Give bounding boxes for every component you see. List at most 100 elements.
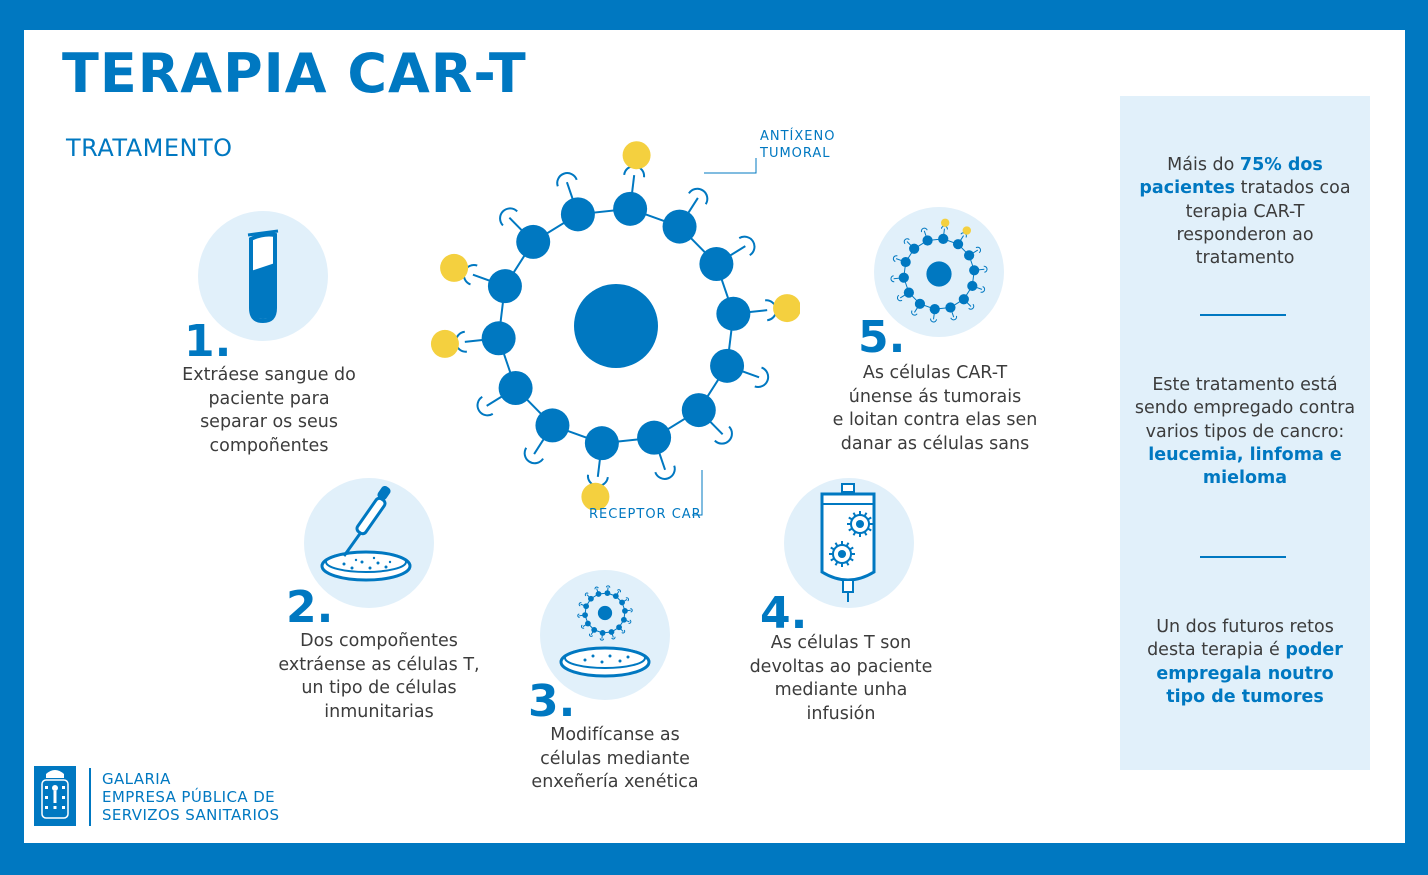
page-title: TERAPIA CAR-T [62, 42, 527, 105]
cell-spike [830, 546, 835, 551]
membrane-protein-dot [900, 256, 911, 268]
car-receptor-icon [688, 187, 709, 205]
car-receptor-icon [584, 592, 589, 597]
cell-spike [830, 557, 835, 562]
membrane-protein-dot [945, 302, 956, 313]
cell-spike [867, 527, 872, 532]
membrane-protein-dot [516, 224, 551, 259]
membrane-protein-dot [591, 627, 598, 633]
car-receptor-icon [616, 589, 622, 593]
car-receptor-icon [930, 318, 938, 323]
fact-cancer-types: Este tratamento está sendo empregado con… [1134, 375, 1356, 489]
step-4-number: 4. [760, 588, 808, 639]
car-receptor-icon [523, 447, 544, 465]
membrane-protein-dot [710, 348, 745, 383]
tumor-antigen-dot [430, 329, 459, 358]
cell-spike [863, 512, 868, 517]
membrane-protein-dot [583, 603, 590, 610]
membrane-protein-dot [595, 591, 602, 597]
membrane-protein-dot [929, 304, 940, 315]
step-3-icon-circle [540, 570, 670, 700]
car-receptor-icon [754, 366, 770, 388]
car-receptor-icon [950, 315, 958, 321]
car-receptor-icon [980, 286, 986, 293]
cell-spike [845, 542, 850, 547]
membrane-protein-dot [584, 426, 619, 461]
car-receptor-icon [556, 172, 578, 187]
tumor-antigen-dot [622, 141, 651, 170]
membrane-protein-dot [498, 370, 533, 405]
cell-spike [852, 512, 857, 517]
car-receptor-icon [611, 636, 616, 640]
car-receptor-icon [625, 597, 629, 602]
car-receptor-icon [903, 238, 910, 245]
antigen-leader-line [704, 158, 757, 174]
membrane-protein-dot [585, 620, 591, 627]
infusion-bag-icon [820, 483, 876, 602]
cell-spike [848, 516, 853, 521]
membrane-protein-dot [620, 616, 627, 623]
infographic-card: TERAPIA CAR-T TRATAMENTO ANTÍXENO TUMORA… [24, 30, 1405, 843]
car-receptor-icon [892, 255, 898, 262]
cell-spike [834, 561, 839, 566]
cell-spike [848, 527, 853, 532]
modified-cell-petri-icon [559, 585, 651, 678]
tumor-antigen-dot [440, 253, 469, 282]
car-receptor-icon [628, 619, 632, 624]
tumor-antigen-dot [962, 226, 971, 235]
car-receptor-icon [890, 275, 895, 283]
cell-spike [849, 557, 854, 562]
step-1-icon-circle [198, 211, 328, 341]
antigen-label: ANTÍXENO TUMORAL [760, 129, 836, 161]
step-5-icon-circle [874, 207, 1004, 337]
membrane-protein-dot [909, 243, 920, 254]
car-receptor-icon [630, 608, 633, 613]
cell-spike [845, 561, 850, 566]
tumor-antigen-dot [773, 294, 800, 323]
car-receptor-icon [654, 465, 676, 480]
membrane-protein-dot [619, 599, 625, 606]
car-receptor-icon [588, 633, 594, 637]
panel-divider-2 [1200, 556, 1286, 558]
cell-spike [834, 542, 839, 547]
membrane-protein-dot [938, 233, 949, 244]
car-receptor-icon [476, 395, 494, 417]
car-receptor-icon [577, 613, 580, 618]
organization-name: GALARIA EMPRESA PÚBLICA DE SERVIZOS SANI… [102, 770, 280, 824]
membrane-protein-dot [560, 197, 595, 232]
car-receptor-icon [738, 235, 756, 257]
membrane-protein-dot [922, 235, 933, 246]
car-receptor-icon [499, 207, 518, 227]
car-receptor-icon [911, 310, 918, 316]
step-5-number: 5. [858, 312, 906, 363]
cell-spike [863, 531, 868, 536]
membrane-protein-dot [914, 298, 926, 309]
car-receptor-icon [599, 638, 605, 641]
fact-future-challenges: Un dos futuros retos desta terapia é pod… [1147, 617, 1343, 707]
membrane-protein-dot [599, 630, 606, 636]
membrane-protein-dot [481, 321, 516, 356]
section-subtitle: TRATAMENTO [66, 134, 233, 162]
cell-core [855, 519, 865, 529]
membrane-protein-dot [588, 595, 594, 602]
receptor-label: RECEPTOR CAR [589, 507, 702, 522]
galicia-crest-logo [34, 766, 76, 826]
membrane-protein-dot [612, 593, 619, 599]
car-receptor-icon [621, 629, 626, 634]
membrane-protein-dot [616, 624, 622, 631]
cell-spike [849, 546, 854, 551]
car-receptor-icon [605, 585, 611, 588]
car-receptor-icon [594, 586, 599, 590]
tumor-antigen-dot [940, 218, 950, 227]
step-2-icon-circle [304, 478, 434, 608]
step-3-number: 3. [528, 676, 576, 727]
car-receptor-icon [581, 624, 585, 629]
car-receptor-icon [578, 602, 582, 607]
cell-core [837, 549, 847, 559]
crest-icon [41, 770, 69, 819]
car-t-cell-diagram [430, 141, 800, 510]
